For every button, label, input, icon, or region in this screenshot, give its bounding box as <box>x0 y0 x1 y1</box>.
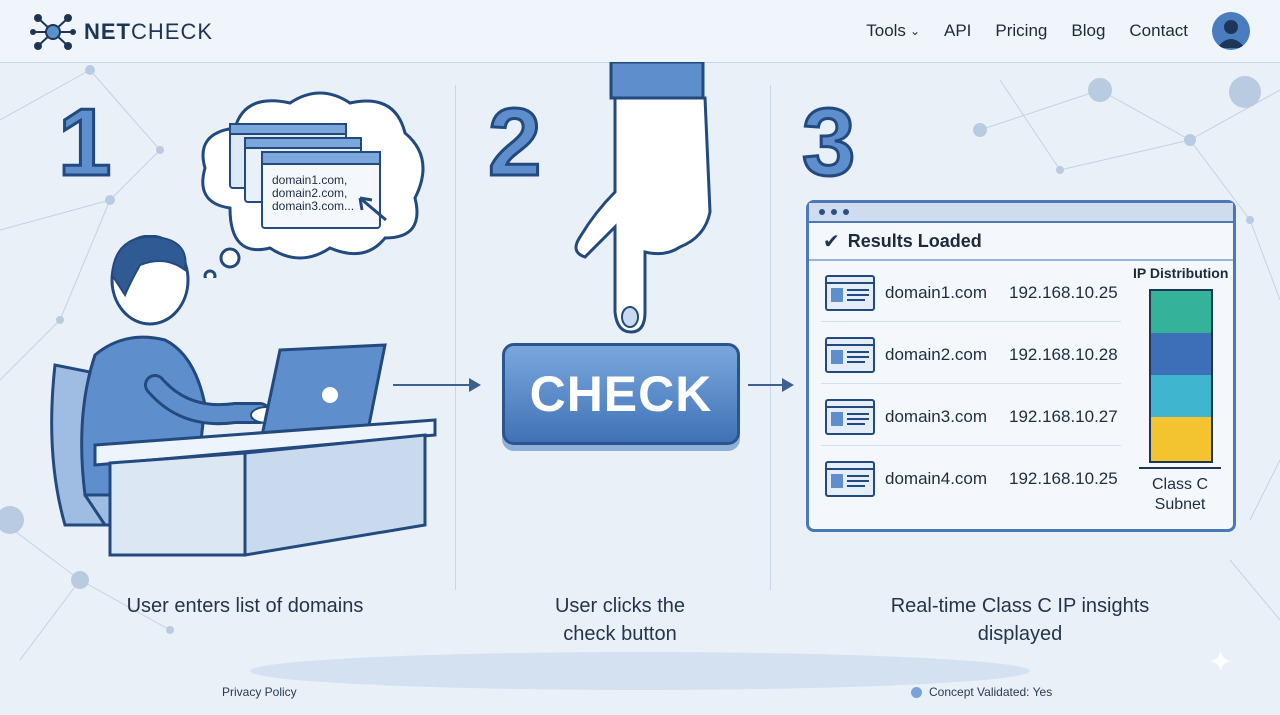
cloud-line-3: domain3.com... <box>272 199 355 213</box>
nav-pricing[interactable]: Pricing <box>995 21 1048 40</box>
nav-tools-label: Tools <box>866 21 906 40</box>
step-3-caption-line-2: displayed <box>977 623 1063 645</box>
result-domain: domain4.com <box>885 469 988 488</box>
ip-distribution-bar <box>1149 289 1213 463</box>
network-logo-icon <box>30 14 76 50</box>
results-header: ✔ Results Loaded <box>809 223 1233 261</box>
nav-api[interactable]: API <box>944 21 972 40</box>
step-divider-2 <box>770 85 771 590</box>
brand-logo[interactable]: NETCHECK <box>30 10 213 54</box>
subnet-label-line-2: Subnet <box>1154 496 1206 513</box>
distribution-segment <box>1151 333 1211 375</box>
footer-glow <box>250 652 1030 690</box>
subnet-label-line-1: Class C <box>1151 476 1208 493</box>
nav-contact[interactable]: Contact <box>1129 21 1188 40</box>
results-title: Results Loaded <box>847 230 982 251</box>
arrow-right-icon <box>748 378 794 392</box>
step-3-number: 3 <box>800 89 856 196</box>
class-c-subnet-label: Class C Subnet <box>1139 475 1221 515</box>
result-domain: domain3.com <box>885 407 988 426</box>
step-2-number: 2 <box>486 89 542 196</box>
step-divider-1 <box>455 85 456 590</box>
cloud-domain-list: domain1.com, domain2.com, domain3.com... <box>272 174 362 213</box>
cloud-line-2: domain2.com, <box>272 186 348 200</box>
user-icon <box>1217 20 1245 48</box>
sparkle-icon: ✦ <box>1208 646 1234 679</box>
privacy-policy-link[interactable]: Privacy Policy <box>222 685 297 699</box>
result-row: domain3.com 192.168.10.27 <box>821 389 1121 446</box>
browser-window-icon <box>825 399 875 435</box>
step-3-caption: Real-time Class C IP insights displayed <box>850 592 1190 648</box>
step-1-caption: User enters list of domains <box>126 595 364 617</box>
main-nav: Tools⌄ API Pricing Blog Contact <box>842 12 1250 50</box>
browser-window-icon <box>825 461 875 497</box>
result-domain: domain1.com <box>885 283 988 302</box>
arrow-right-icon <box>393 378 481 392</box>
step-2-caption-line-2: check button <box>563 623 677 645</box>
step-3-caption-line-1: Real-time Class C IP insights <box>890 595 1150 617</box>
brand-name-rest: CHECK <box>131 19 214 44</box>
distribution-segment <box>1151 291 1211 333</box>
step-1-number: 1 <box>56 89 112 196</box>
results-panel: ✔ Results Loaded domain1.com 192.168.10.… <box>806 200 1236 532</box>
step-2-caption: User clicks the check button <box>500 592 740 648</box>
brand-name: NETCHECK <box>84 19 213 45</box>
nav-tools[interactable]: Tools⌄ <box>866 21 920 41</box>
concept-validated-text: Concept Validated: Yes <box>929 685 1053 699</box>
distribution-segment <box>1151 417 1211 461</box>
distribution-segment <box>1151 375 1211 417</box>
result-ip: 192.168.10.27 <box>1009 407 1118 426</box>
distribution-baseline <box>1139 467 1221 469</box>
user-at-laptop-illustration <box>50 235 437 557</box>
result-ip: 192.168.10.25 <box>1009 469 1118 488</box>
ip-distribution-title: IP Distribution <box>1133 265 1229 281</box>
browser-window-icon <box>825 275 875 311</box>
result-ip: 192.168.10.25 <box>1009 283 1118 302</box>
pointing-hand-icon <box>574 62 712 334</box>
cloud-line-1: domain1.com, <box>272 173 348 187</box>
panel-title-bar <box>809 203 1233 223</box>
status-dot-icon <box>911 686 922 698</box>
result-domain: domain2.com <box>885 345 988 364</box>
thought-cloud <box>201 91 425 278</box>
check-button[interactable]: CHECK <box>502 343 740 445</box>
result-row: domain1.com 192.168.10.25 <box>821 265 1121 322</box>
result-row: domain4.com 192.168.10.25 <box>821 451 1121 507</box>
nav-blog[interactable]: Blog <box>1071 21 1106 40</box>
user-avatar[interactable] <box>1212 12 1250 50</box>
result-ip: 192.168.10.28 <box>1009 345 1118 364</box>
browser-window-icon <box>825 337 875 373</box>
brand-name-bold: NET <box>84 19 131 44</box>
chevron-down-icon: ⌄ <box>909 24 920 38</box>
concept-validated-status: Concept Validated: Yes <box>911 685 1052 699</box>
top-header: NETCHECK Tools⌄ API Pricing Blog Contact <box>0 0 1280 63</box>
checkmark-icon: ✔ <box>823 230 840 253</box>
step-2-caption-line-1: User clicks the <box>554 595 686 617</box>
result-row: domain2.com 192.168.10.28 <box>821 327 1121 384</box>
